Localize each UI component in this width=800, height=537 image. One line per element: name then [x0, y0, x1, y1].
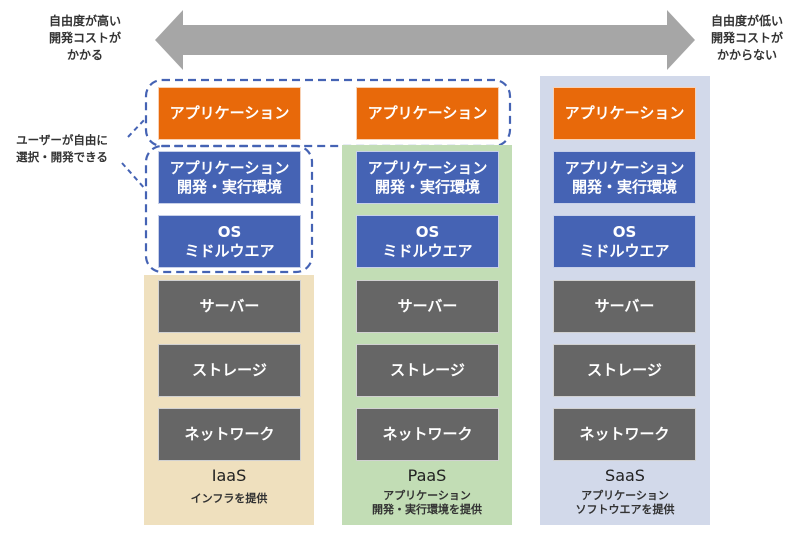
arrow-right-line-3: かからない [716, 48, 777, 62]
layer-label: アプリケーション [367, 158, 488, 177]
paas-column [342, 145, 512, 525]
layer-label: ネットワーク [382, 425, 473, 443]
saas-storage-layer: ストレージ [553, 344, 696, 397]
double-arrow-icon [155, 10, 695, 70]
callout-leader-lower [121, 162, 147, 191]
layer-label: ミドルウエア [184, 241, 275, 260]
arrow-right-label: 自由度が低い 開発コストが かからない [692, 13, 800, 64]
saas-description: アプリケーション ソフトウエアを提供 [540, 489, 710, 517]
paas-server-layer: サーバー [356, 280, 499, 333]
arrow-left-label: 自由度が高い 開発コストが かかる [30, 13, 140, 64]
callout-line-2: 選択・開発できる [16, 150, 108, 164]
layer-label: アプリケーション [564, 104, 685, 122]
arrow-right-line-2: 開発コストが [710, 31, 783, 45]
layer-label: 開発・実行環境 [571, 177, 677, 196]
layer-label: OS [415, 222, 440, 241]
arrow-right-line-1: 自由度が低い [710, 14, 783, 28]
iaas-application-layer: アプリケーション [158, 87, 301, 140]
layer-label: 開発・実行環境 [176, 177, 282, 196]
saas-description-line-2: ソフトウエアを提供 [575, 503, 675, 516]
user-choice-outline-platform [144, 144, 314, 274]
layer-label: ミドルウエア [579, 241, 670, 260]
layer-label: ネットワーク [184, 425, 275, 443]
saas-server-layer: サーバー [553, 280, 696, 333]
iaas-network-layer: ネットワーク [158, 408, 301, 461]
paas-description: アプリケーション 開発・実行環境を提供 [342, 489, 512, 517]
layer-label: アプリケーション [367, 104, 488, 122]
arrow-left-line-1: 自由度が高い [48, 14, 121, 28]
saas-title: SaaS [605, 466, 645, 485]
layer-label: アプリケーション [169, 104, 290, 122]
iaas-description: インフラを提供 [144, 492, 314, 506]
layer-label: ストレージ [390, 361, 465, 379]
layer-label: ネットワーク [579, 425, 670, 443]
layer-label: ミドルウエア [382, 241, 473, 260]
layer-label: OS [612, 222, 637, 241]
callout-label: ユーザーが自由に 選択・開発できる [2, 132, 122, 166]
layer-label: 開発・実行環境 [374, 177, 480, 196]
paas-network-layer: ネットワーク [356, 408, 499, 461]
layer-label: OS [217, 222, 242, 241]
layer-label: アプリケーション [564, 158, 685, 177]
saas-network-layer: ネットワーク [553, 408, 696, 461]
layer-label: ストレージ [192, 361, 267, 379]
paas-description-line-1: アプリケーション [383, 489, 471, 502]
layer-label: サーバー [397, 297, 458, 315]
paas-title: PaaS [407, 466, 447, 485]
arrow-left-line-2: 開発コストが [48, 31, 121, 45]
callout-line-1: ユーザーが自由に [16, 133, 108, 147]
saas-application-layer: アプリケーション [553, 87, 696, 140]
iaas-server-layer: サーバー [158, 280, 301, 333]
layer-label: サーバー [199, 297, 260, 315]
layer-label: サーバー [594, 297, 655, 315]
arrow-left-line-3: かかる [66, 48, 103, 62]
paas-runtime-layer: アプリケーション開発・実行環境 [356, 151, 499, 204]
layer-label: アプリケーション [169, 158, 290, 177]
paas-description-line-2: 開発・実行環境を提供 [372, 503, 482, 516]
iaas-title: IaaS [211, 466, 247, 485]
paas-storage-layer: ストレージ [356, 344, 499, 397]
saas-description-line-1: アプリケーション [581, 489, 669, 502]
iaas-runtime-layer: アプリケーション開発・実行環境 [158, 151, 301, 204]
layer-label: ストレージ [587, 361, 662, 379]
iaas-storage-layer: ストレージ [158, 344, 301, 397]
paas-application-layer: アプリケーション [356, 87, 499, 140]
saas-runtime-layer: アプリケーション開発・実行環境 [553, 151, 696, 204]
callout-leader-upper [127, 117, 147, 138]
iaas-description-line-1: インフラを提供 [190, 492, 268, 505]
